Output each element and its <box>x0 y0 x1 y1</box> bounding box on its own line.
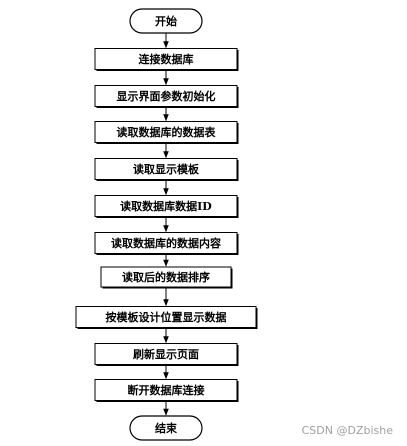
flow-node-label: 刷新显示页面 <box>133 347 199 361</box>
flow-node-label: 显示界面参数初始化 <box>117 89 216 103</box>
flow-node-init-params: 显示界面参数初始化 <box>94 85 239 108</box>
terminal-shape <box>129 8 203 34</box>
flow-node-label: 按模板设计位置显示数据 <box>106 310 227 324</box>
watermark: CSDN @DZbishe <box>301 424 393 437</box>
flow-node-label: 读取数据库的数据内容 <box>111 236 221 250</box>
process-shape <box>94 121 238 143</box>
flow-node-label: 读取数据库数据ID <box>120 199 212 213</box>
process-shape <box>100 266 232 288</box>
flow-node-read-tables: 读取数据库的数据表 <box>94 121 239 144</box>
terminal-shape <box>129 415 203 441</box>
process-shape <box>94 158 238 180</box>
process-shape <box>94 195 238 217</box>
flow-node-label: 读取后的数据排序 <box>122 270 210 284</box>
flow-node-label: 结束 <box>154 421 178 435</box>
process-shape <box>75 306 257 328</box>
flow-node-start: 开始 <box>129 8 203 34</box>
flow-node-sort-data: 读取后的数据排序 <box>100 266 233 289</box>
flow-node-label: 连接数据库 <box>139 52 194 66</box>
flow-node-disconnect-db: 断开数据库连接 <box>94 379 239 402</box>
process-shape <box>94 48 238 70</box>
flow-node-refresh-page: 刷新显示页面 <box>94 343 239 366</box>
flow-node-label: 读取显示模板 <box>133 162 200 176</box>
flow-node-read-ids: 读取数据库数据ID <box>94 195 239 218</box>
flow-node-end: 结束 <box>129 415 203 441</box>
flow-node-read-template: 读取显示模板 <box>94 158 239 181</box>
flow-node-display-data: 按模板设计位置显示数据 <box>75 306 258 329</box>
flow-node-connect-db: 连接数据库 <box>94 48 239 71</box>
process-shape <box>94 85 238 107</box>
flow-node-label: 开始 <box>155 14 177 28</box>
flow-node-label: 读取数据库的数据表 <box>117 125 217 139</box>
process-shape <box>94 379 238 401</box>
process-shape <box>94 343 238 365</box>
flow-node-label: 断开数据库连接 <box>128 383 205 397</box>
process-shape <box>94 232 238 254</box>
flow-node-read-content: 读取数据库的数据内容 <box>94 232 239 255</box>
